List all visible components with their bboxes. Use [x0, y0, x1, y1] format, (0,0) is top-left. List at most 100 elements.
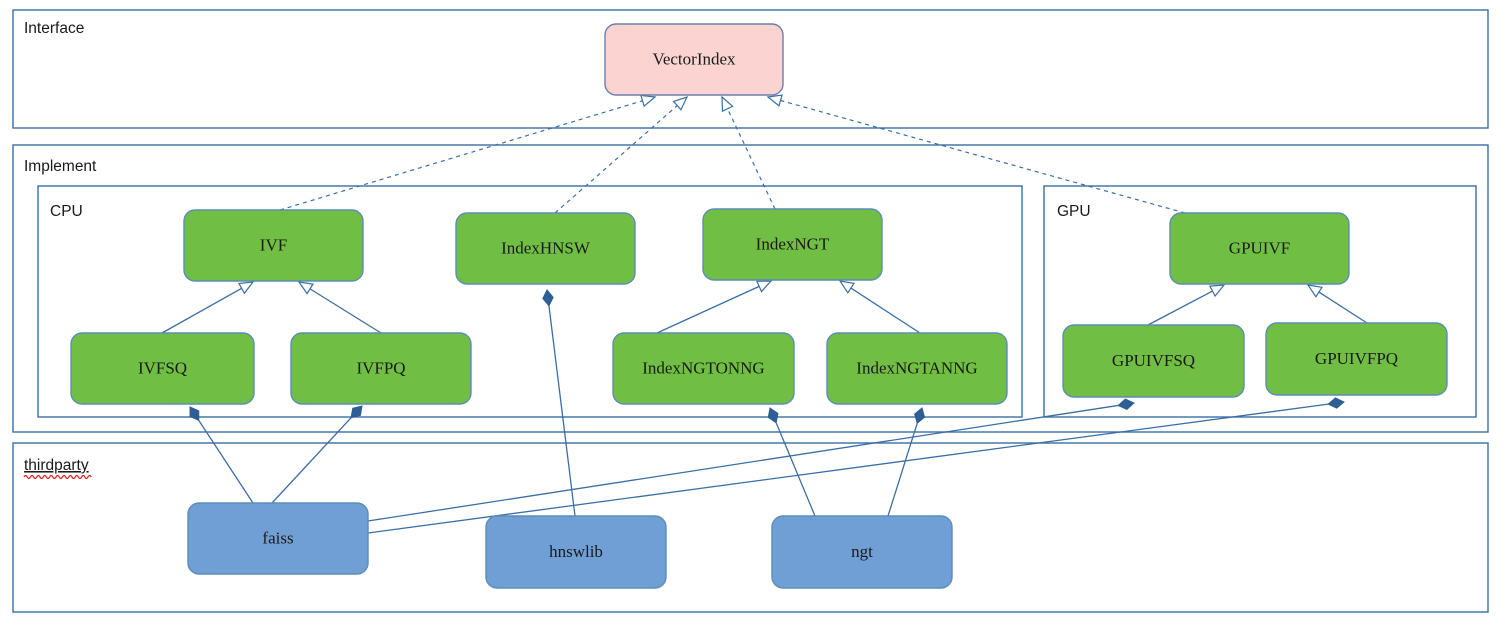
node-box-ivfsq[interactable]	[70, 332, 255, 405]
frame-border-thirdparty	[12, 442, 1489, 613]
edge-line-gpuivf-vectorindex	[780, 99, 1186, 214]
edge-line-hnswlib-indexhnsw	[548, 305, 576, 517]
edge-line-indexhnsw-vectorindex	[554, 105, 678, 214]
node-indexhnsw[interactable]: IndexHNSW	[455, 212, 636, 285]
node-gpuivfsq[interactable]: GPUIVFSQ	[1062, 324, 1245, 398]
edge-ivf-to-vectorindex	[279, 94, 657, 211]
frame-border-interface	[12, 9, 1489, 129]
edge-line-gpuivfpq-gpuivf	[1318, 291, 1368, 324]
arrowhead-indexngtanng-indexngt	[838, 280, 855, 294]
node-box-indexngtanng[interactable]	[826, 332, 1008, 405]
edge-indexngt-to-vectorindex	[721, 95, 776, 210]
node-ivfpq[interactable]: IVFPQ	[290, 332, 472, 405]
node-box-hnswlib[interactable]	[485, 515, 667, 589]
node-gpuivfpq[interactable]: GPUIVFPQ	[1265, 322, 1448, 396]
edge-line-gpuivfsq-gpuivf	[1147, 290, 1213, 326]
node-label-ivfpq: IVFPQ	[356, 358, 405, 377]
diamond-faiss-gpuivfsq	[1117, 398, 1135, 410]
arrowhead-indexhnsw-vectorindex	[672, 95, 689, 111]
node-label-ivfsq: IVFSQ	[138, 358, 187, 377]
node-box-indexngtonng[interactable]	[612, 332, 795, 405]
edge-line-faiss-gpuivfpq	[367, 403, 1329, 534]
node-box-ivf[interactable]	[183, 209, 364, 282]
frame-label-implement: Implement	[24, 158, 97, 175]
edge-line-faiss-ivfpq	[271, 417, 352, 504]
arrowhead-gpuivfpq-gpuivf	[1306, 284, 1323, 298]
node-box-faiss[interactable]	[187, 502, 369, 575]
diamond-faiss-ivfsq	[189, 406, 200, 422]
arrowhead-gpuivfsq-gpuivf	[1208, 284, 1226, 298]
diamond-faiss-gpuivfpq	[1327, 397, 1345, 409]
edge-line-ivfpq-ivf	[309, 288, 382, 334]
spellcheck-underline-thirdparty	[23, 474, 92, 480]
edge-ngt-to-indexngtanng	[887, 407, 926, 517]
frame-label-interface: Interface	[24, 20, 84, 37]
node-label-vectorindex: VectorIndex	[652, 49, 736, 68]
node-box-gpuivf[interactable]	[1169, 212, 1350, 285]
node-ngt[interactable]: ngt	[771, 515, 953, 589]
node-box-indexngt[interactable]	[702, 208, 883, 281]
node-label-ngt: ngt	[851, 542, 873, 561]
node-gpuivf[interactable]: GPUIVF	[1169, 212, 1350, 285]
node-indexngtonng[interactable]: IndexNGTONNG	[612, 332, 795, 405]
arrowhead-gpuivf-vectorindex	[766, 94, 783, 107]
node-label-faiss: faiss	[262, 528, 293, 547]
edge-faiss-to-ivfsq	[189, 406, 254, 504]
node-ivf[interactable]: IVF	[183, 209, 364, 282]
frame-thirdparty: thirdparty	[12, 442, 1489, 613]
frame-border-implement	[12, 144, 1489, 433]
diamond-faiss-ivfpq	[350, 405, 363, 419]
diamond-hnswlib-indexhnsw	[542, 289, 554, 307]
node-box-ivfpq[interactable]	[290, 332, 472, 405]
node-indexngtanng[interactable]: IndexNGTANNG	[826, 332, 1008, 405]
edge-ngt-to-indexngtonng	[767, 407, 816, 517]
node-faiss[interactable]: faiss	[187, 502, 369, 575]
node-ivfsq[interactable]: IVFSQ	[70, 332, 255, 405]
frame-implement: Implement	[12, 144, 1489, 433]
edge-indexhnsw-to-vectorindex	[554, 95, 689, 214]
frame-cpu: CPU	[37, 185, 1023, 418]
edge-gpuivfsq-to-gpuivf	[1147, 284, 1226, 326]
frame-label-cpu: CPU	[50, 203, 83, 220]
edge-hnswlib-to-indexhnsw	[542, 289, 576, 517]
edge-line-indexngtonng-indexngt	[656, 285, 760, 334]
node-vectorindex[interactable]: VectorIndex	[604, 23, 784, 96]
diamond-ngt-indexngtonng	[767, 407, 779, 424]
edge-gpuivf-to-vectorindex	[766, 94, 1186, 214]
node-label-ivf: IVF	[260, 235, 287, 254]
frame-gpu: GPU	[1043, 185, 1477, 418]
edge-line-indexngt-vectorindex	[727, 108, 776, 210]
edge-faiss-to-ivfpq	[271, 405, 363, 504]
node-box-gpuivfpq[interactable]	[1265, 322, 1448, 396]
node-box-ngt[interactable]	[771, 515, 953, 589]
node-label-indexngtonng: IndexNGTONNG	[642, 358, 764, 377]
node-hnswlib[interactable]: hnswlib	[485, 515, 667, 589]
diamond-ngt-indexngtanng	[914, 407, 926, 425]
edge-line-indexngtanng-indexngt	[850, 287, 921, 334]
node-box-indexhnsw[interactable]	[455, 212, 636, 285]
frame-label-gpu: GPU	[1057, 203, 1091, 220]
node-box-gpuivfsq[interactable]	[1062, 324, 1245, 398]
node-label-gpuivf: GPUIVF	[1229, 238, 1290, 257]
edge-line-ngt-indexngtanng	[887, 423, 918, 517]
edge-faiss-to-gpuivfsq	[367, 398, 1135, 522]
frame-border-gpu	[1043, 185, 1477, 418]
node-label-indexhnsw: IndexHNSW	[501, 238, 591, 257]
node-box-vectorindex[interactable]	[604, 23, 784, 96]
edge-ivfpq-to-ivf	[297, 281, 382, 334]
edges-layer	[161, 94, 1368, 534]
edge-faiss-to-gpuivfpq	[367, 397, 1345, 534]
node-label-gpuivfpq: GPUIVFPQ	[1315, 349, 1398, 368]
edge-line-ivf-vectorindex	[279, 100, 643, 211]
edge-line-ngt-indexngtonng	[775, 422, 816, 517]
arrowhead-ivfpq-ivf	[297, 281, 314, 295]
frame-interface: Interface	[12, 9, 1489, 129]
edge-line-faiss-gpuivfsq	[367, 404, 1119, 522]
edge-indexngtanng-to-indexngt	[838, 280, 921, 334]
node-indexngt[interactable]: IndexNGT	[702, 208, 883, 281]
node-label-gpuivfsq: GPUIVFSQ	[1112, 351, 1195, 370]
edge-indexngtonng-to-indexngt	[656, 280, 773, 334]
arrowhead-indexngt-vectorindex	[721, 95, 734, 113]
